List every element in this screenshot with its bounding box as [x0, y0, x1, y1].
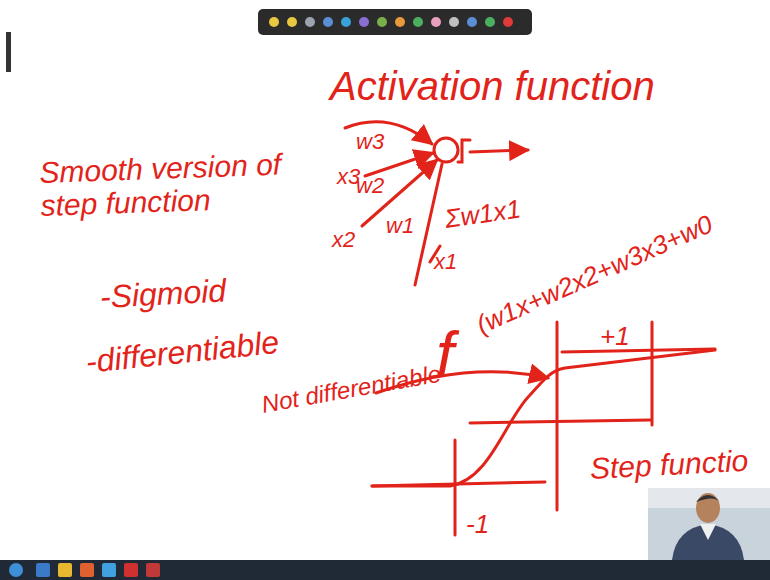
taskbar [0, 560, 770, 580]
side-note: Smooth version of step function [39, 147, 291, 222]
weighted-sum: Σw1x1 [443, 195, 523, 234]
axis-value: -1 [466, 510, 489, 539]
presenter-video [648, 488, 770, 560]
annotation: Not differentiable [260, 361, 443, 418]
weighted-sum-expression: (w1x+w2x2+w3x3+w0 [472, 209, 717, 339]
weight-label: w2 [356, 174, 384, 198]
plot-label: Step functio [589, 444, 749, 485]
input-label: x1 [434, 250, 457, 274]
bullet-point: -Sigmoid [99, 273, 227, 315]
input-label: x2 [332, 228, 355, 252]
window-edge [6, 32, 11, 72]
bullet-point: -differentiable [84, 325, 281, 380]
slide-title: Activation function [330, 64, 655, 108]
axis-value: +1 [600, 322, 630, 351]
weight-label: w3 [356, 130, 384, 154]
pen-toolbar [258, 9, 532, 35]
weight-label: w1 [386, 214, 414, 238]
neuron-sketch [345, 122, 528, 285]
